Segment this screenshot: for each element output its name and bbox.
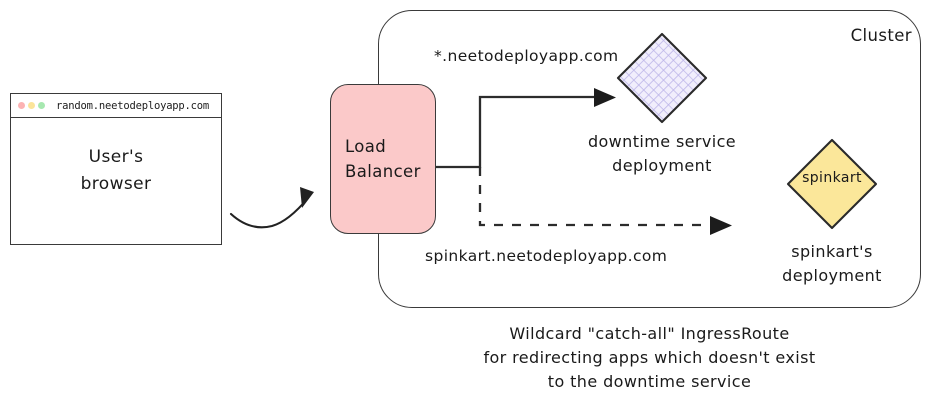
solid-arrow-icon xyxy=(436,88,616,169)
spinkart-caption-line1: spinkart's xyxy=(791,242,873,261)
spinkart-inner-label: spinkart xyxy=(802,170,862,186)
caption-line2: for redirecting apps which doesn't exist xyxy=(483,348,816,367)
load-balancer-label-line1: Load xyxy=(345,137,387,156)
browser-titlebar: random.neetodeployapp.com xyxy=(11,94,221,118)
traffic-light-yellow-icon xyxy=(28,102,35,109)
browser-label-line1: User's xyxy=(88,147,144,167)
downtime-service-caption: downtime service deployment xyxy=(547,130,777,178)
caption-line1: Wildcard "catch-all" IngressRoute xyxy=(509,324,790,343)
downtime-caption-line2: deployment xyxy=(612,156,712,175)
spinkart-deployment-node[interactable]: spinkart spinkart's deployment xyxy=(782,136,881,285)
connector-lines xyxy=(436,88,732,235)
diagram-caption: Wildcard "catch-all" IngressRoute for re… xyxy=(378,322,921,394)
browser-label: User's browser xyxy=(11,144,221,198)
downtime-diamond-shape xyxy=(616,32,708,124)
traffic-light-green-icon xyxy=(38,102,45,109)
browser-window-mockup: random.neetodeployapp.com User's browser xyxy=(10,93,222,245)
load-balancer-node[interactable]: Load Balancer xyxy=(330,84,436,234)
curved-arrow-icon xyxy=(229,187,314,229)
load-balancer-label-line2: Balancer xyxy=(345,162,421,181)
spinkart-diamond-shape xyxy=(786,138,878,230)
traffic-light-red-icon xyxy=(18,102,25,109)
browser-url-text: random.neetodeployapp.com xyxy=(56,99,210,112)
caption-line3: to the downtime service xyxy=(547,372,752,391)
edge-label-spinkart-host: spinkart.neetodeployapp.com xyxy=(425,247,668,265)
dashed-arrow-icon xyxy=(478,167,732,235)
spinkart-deployment-caption: spinkart's deployment xyxy=(732,240,932,288)
downtime-caption-line1: downtime service xyxy=(587,132,737,151)
cluster-label: Cluster xyxy=(850,26,912,45)
downtime-service-node[interactable]: downtime service deployment xyxy=(588,30,736,175)
edge-label-wildcard: *.neetodeployapp.com xyxy=(434,47,619,65)
browser-label-line2: browser xyxy=(80,174,152,194)
spinkart-caption-line2: deployment xyxy=(782,266,882,285)
browser-viewport: User's browser xyxy=(11,118,221,244)
